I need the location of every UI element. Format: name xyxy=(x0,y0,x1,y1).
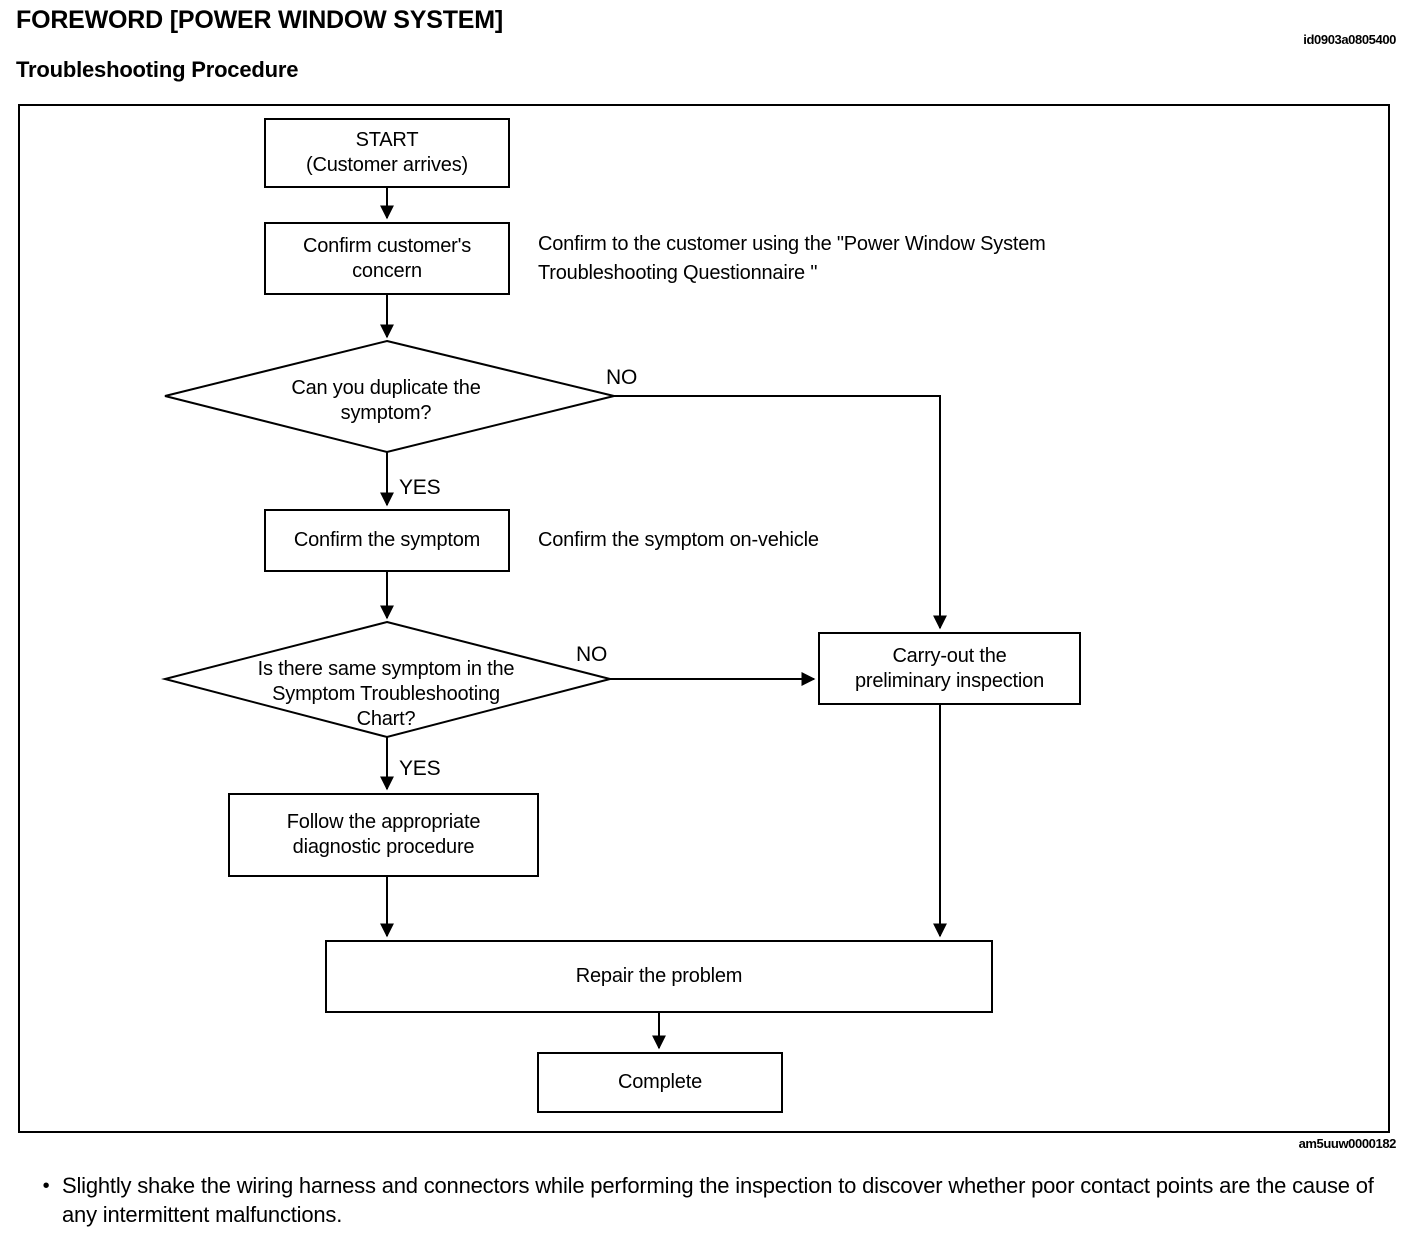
flow-box-follow-proc-line2: diagnostic procedure xyxy=(292,836,475,858)
annotation-on-vehicle: Confirm the symptom on-vehicle xyxy=(538,526,1238,555)
flow-box-complete: Complete xyxy=(537,1052,783,1113)
document-id-top: id0903a0805400 xyxy=(1303,32,1396,47)
flow-box-carry-out-preliminary-inspection: Carry-out the preliminary inspection xyxy=(818,632,1081,705)
branch-label-no-duplicate-symptom: NO xyxy=(606,366,638,389)
flow-box-carry-out-line1: Carry-out the xyxy=(892,644,1007,667)
flow-box-follow-diagnostic-procedure: Follow the appropriate diagnostic proced… xyxy=(228,793,539,877)
annotation-questionnaire: Confirm to the customer using the "Power… xyxy=(538,230,1238,288)
section-title: Troubleshooting Procedure xyxy=(16,57,299,82)
flow-box-confirm-concern-line1: Confirm customer's xyxy=(302,234,472,257)
branch-label-yes-duplicate-symptom: YES xyxy=(399,476,441,499)
flow-box-repair-the-problem: Repair the problem xyxy=(325,940,993,1013)
flow-box-confirm-customer-concern: Confirm customer's concern xyxy=(264,222,510,295)
flow-box-start-line2: (Customer arrives) xyxy=(306,154,468,176)
annotation-on-vehicle-text: Confirm the symptom on-vehicle xyxy=(538,529,819,551)
figure-id-bottom: am5uuw0000182 xyxy=(1298,1136,1397,1151)
flow-box-carry-out-line2: preliminary inspection xyxy=(854,669,1045,692)
flow-box-repair-line1: Repair the problem xyxy=(575,965,743,987)
flow-box-start: START (Customer arrives) xyxy=(264,118,510,188)
footnote-text: Slightly shake the wiring harness and co… xyxy=(62,1173,1374,1227)
flow-box-complete-line1: Complete xyxy=(618,1071,702,1093)
footnote-note: • Slightly shake the wiring harness and … xyxy=(30,1172,1390,1229)
annotation-questionnaire-line1: Confirm to the customer using the "Power… xyxy=(538,233,1046,255)
branch-label-no-symptom-chart: NO xyxy=(576,643,608,666)
annotation-questionnaire-line2: Troubleshooting Questionnaire " xyxy=(538,262,818,284)
flow-box-follow-proc-line1: Follow the appropriate xyxy=(286,811,481,833)
flow-box-start-line1: START xyxy=(355,129,419,151)
flow-box-confirm-symptom: Confirm the symptom xyxy=(264,509,510,572)
page-title: FOREWORD [POWER WINDOW SYSTEM] xyxy=(16,6,504,34)
flow-box-confirm-concern-line2: concern xyxy=(352,259,422,282)
flow-box-confirm-symptom-line1: Confirm the symptom xyxy=(293,529,481,551)
footnote-bullet-icon: • xyxy=(42,1175,50,1197)
branch-label-yes-symptom-chart: YES xyxy=(399,757,441,780)
